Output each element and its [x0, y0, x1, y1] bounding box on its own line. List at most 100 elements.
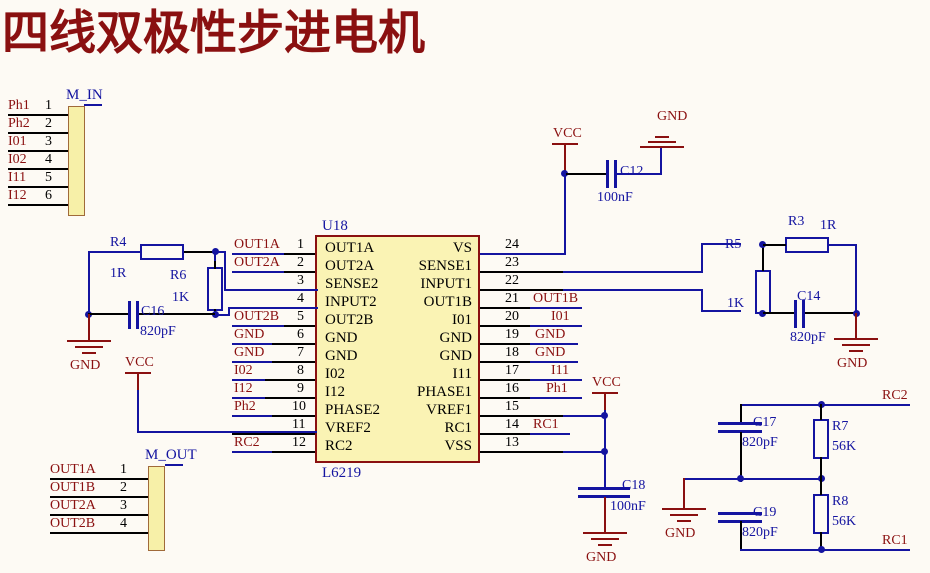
- vcc-top-stem: [564, 143, 566, 173]
- pin-number-m-in-2: 2: [45, 116, 52, 131]
- power-label-gnd-right-c14: GND: [837, 356, 868, 371]
- pin-stub-u18-13: [480, 451, 563, 453]
- pin-stub-u18-20: [480, 325, 563, 327]
- wire-to-pin3-horz: [224, 289, 318, 291]
- resistor-r3-body[interactable]: [785, 237, 829, 253]
- net-label-m-out-3: OUT2A: [50, 498, 96, 513]
- component-value-c18: 100nF: [610, 499, 646, 514]
- wire-r8-top-stub: [820, 478, 822, 495]
- ic-pin-name-1: OUT1A: [325, 240, 375, 256]
- component-value-c12: 100nF: [597, 190, 633, 205]
- resistor-r7-body[interactable]: [813, 419, 829, 459]
- ic-pin-name-8: I02: [325, 366, 345, 382]
- pin-number-u18-9: 9: [297, 381, 304, 396]
- vcc-left-stem: [137, 372, 139, 390]
- power-label-vcc-top: VCC: [553, 126, 582, 141]
- wire-to-pin4-vert: [228, 307, 230, 316]
- resistor-r4-body[interactable]: [140, 244, 184, 260]
- gnd-symbol-top: [640, 126, 684, 148]
- net-label-u18-5: OUT2B: [234, 309, 280, 324]
- vcc-mid-stem: [604, 392, 606, 412]
- pin-stub-u18-6: [232, 343, 315, 345]
- pin-number-u18-12: 12: [292, 435, 306, 450]
- pin-number-m-out-1: 1: [120, 462, 127, 477]
- capacitor-c18-plate-top: [578, 487, 630, 490]
- ic-pin-name-23: SENSE1: [418, 258, 472, 274]
- pin-stub-m-in-4: [8, 168, 68, 170]
- ic-pin-name-16: PHASE1: [416, 384, 472, 400]
- wire-capcol-top: [740, 404, 742, 422]
- connector-m-out-body[interactable]: [148, 466, 165, 551]
- wire-r4-left: [88, 251, 142, 253]
- net-underline-u18-1: [232, 253, 284, 255]
- pin-number-m-in-4: 4: [45, 152, 52, 167]
- junction-vcc-c12: [561, 170, 568, 177]
- resistor-r5-body[interactable]: [755, 270, 771, 314]
- wire-c12-right: [617, 173, 662, 175]
- pin-stub-u18-23: [480, 271, 563, 273]
- junction-rc1-r8: [818, 546, 825, 553]
- net-underline-u18-17: [530, 379, 582, 381]
- power-label-vcc-left: VCC: [125, 355, 154, 370]
- component-ref-r6: R6: [170, 268, 187, 283]
- net-label-m-in-5: I11: [8, 170, 27, 185]
- pin-stub-u18-16: [480, 397, 563, 399]
- net-label-m-out-4: OUT2B: [50, 516, 96, 531]
- wire-mid-gnd-rail: [683, 478, 823, 480]
- net-label-m-out-1: OUT1A: [50, 462, 96, 477]
- wire-rc2-rail: [740, 404, 910, 406]
- wire-r3-right-down: [855, 244, 857, 313]
- pin-stub-u18-9: [232, 397, 315, 399]
- wire-pin13-vss: [563, 451, 607, 453]
- component-value-r5: 1K: [727, 296, 745, 311]
- net-underline-u18-9: [232, 397, 265, 399]
- net-label-u18-9: I12: [234, 381, 253, 396]
- net-label-u18-10: Ph2: [234, 399, 256, 414]
- resistor-r8-body[interactable]: [813, 494, 829, 534]
- component-ref-r7: R7: [832, 419, 849, 434]
- gnd-symbol-c18: [583, 532, 627, 554]
- pin-stub-u18-11: [232, 433, 315, 435]
- wire-r7-top-stub: [820, 404, 822, 420]
- wire-pin24-vs: [480, 253, 566, 255]
- gnd-symbol-right-c14: [834, 338, 878, 360]
- component-value-r6: 1K: [172, 290, 190, 305]
- resistor-r6-body[interactable]: [207, 267, 223, 311]
- pin-number-u18-2: 2: [297, 255, 304, 270]
- ic-pin-name-6: GND: [325, 330, 358, 346]
- pin-number-m-in-5: 5: [45, 170, 52, 185]
- gnd-symbol-rc: [662, 508, 706, 530]
- netlabel-rc2: RC2: [882, 388, 908, 403]
- wire-vcc-left-down: [137, 390, 139, 433]
- pin-number-u18-7: 7: [297, 345, 304, 360]
- pin-stub-m-out-3: [50, 514, 148, 516]
- pin-stub-u18-12: [232, 451, 315, 453]
- wire-r4-right: [184, 251, 216, 253]
- pin-stub-u18-10: [232, 415, 315, 417]
- wire-r7-bottom-stub: [820, 457, 822, 479]
- ic-pin-name-22: INPUT1: [420, 276, 472, 292]
- capacitor-c12-plate-right: [614, 160, 617, 188]
- net-underline-u18-16: [530, 397, 582, 399]
- net-label-u18-17: I11: [551, 363, 570, 378]
- wire-to-pin4-horz: [228, 307, 318, 309]
- power-label-gnd-rc: GND: [665, 526, 696, 541]
- pin-number-u18-4: 4: [297, 291, 304, 306]
- ic-body-u18[interactable]: [315, 235, 480, 463]
- ic-pin-name-18: GND: [439, 348, 473, 364]
- junction-mid-caps: [737, 475, 744, 482]
- connector-m-in-body[interactable]: [68, 106, 85, 216]
- net-label-u18-18: GND: [535, 345, 566, 360]
- wire-capcol-mid: [740, 432, 742, 482]
- pin-number-m-out-3: 3: [120, 498, 127, 513]
- power-label-vcc-mid: VCC: [592, 375, 621, 390]
- wire-vcc-to-pin24: [564, 173, 566, 255]
- pin-number-u18-1: 1: [297, 237, 304, 252]
- capacitor-c16-plate-right: [136, 301, 139, 329]
- net-label-m-in-4: I02: [8, 152, 27, 167]
- component-ref-r8: R8: [832, 494, 849, 509]
- ic-pin-name-11: VREF2: [325, 420, 371, 436]
- wire-c18-to-gnd: [604, 497, 606, 532]
- wire-gnd-rc-stem: [683, 478, 685, 508]
- wire-pin15-vref1: [563, 415, 607, 417]
